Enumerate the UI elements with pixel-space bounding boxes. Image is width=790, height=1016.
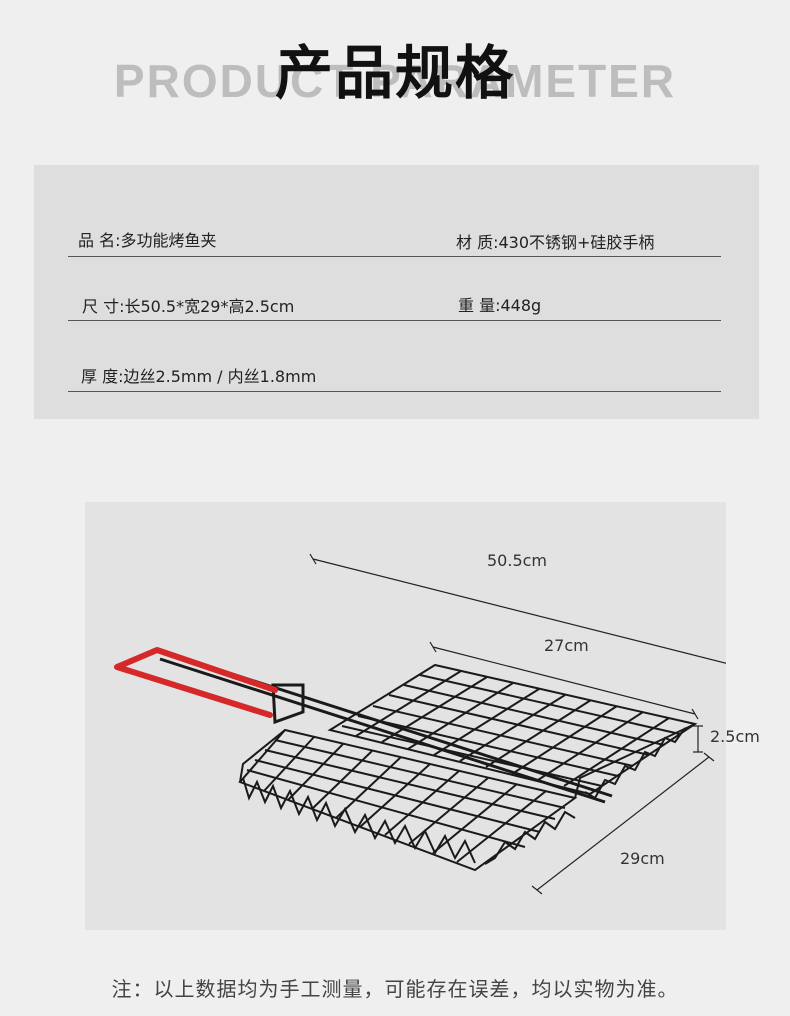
spec-divider [68, 320, 721, 321]
spec-divider [68, 391, 721, 392]
dimension-depth-label: 29cm [620, 849, 665, 868]
spec-weight: 重 量:448g [458, 296, 542, 315]
dimension-lines [309, 553, 726, 895]
grid-back [327, 663, 698, 796]
grill-basket-illustration [114, 553, 726, 895]
silicone-handle [114, 647, 278, 718]
spec-size: 尺 寸:长50.5*宽29*高2.5cm [82, 297, 295, 316]
background-title: PRODUCT PARAMETER [113, 55, 677, 107]
spec-material: 材 质:430不锈钢+硅胶手柄 [456, 233, 655, 252]
spec-panel: 品 名:多功能烤鱼夹 材 质:430不锈钢+硅胶手柄 尺 寸:长50.5*宽29… [34, 165, 759, 419]
spec-thickness: 厚 度:边丝2.5mm / 内丝1.8mm [81, 367, 317, 386]
footnote: 注：以上数据均为手工测量，可能存在误差，均以实物为准。 [111, 977, 679, 1001]
dimension-width-label: 27cm [544, 636, 589, 655]
spec-name: 品 名:多功能烤鱼夹 [78, 231, 217, 250]
dimension-height-label: 2.5cm [710, 727, 760, 746]
grid-edge-waves [242, 727, 686, 865]
dimension-length-label: 50.5cm [487, 551, 548, 570]
product-photo [85, 502, 726, 930]
spec-divider [68, 256, 721, 257]
grid-front [238, 723, 696, 872]
page-title: 产品规格 [274, 39, 515, 107]
